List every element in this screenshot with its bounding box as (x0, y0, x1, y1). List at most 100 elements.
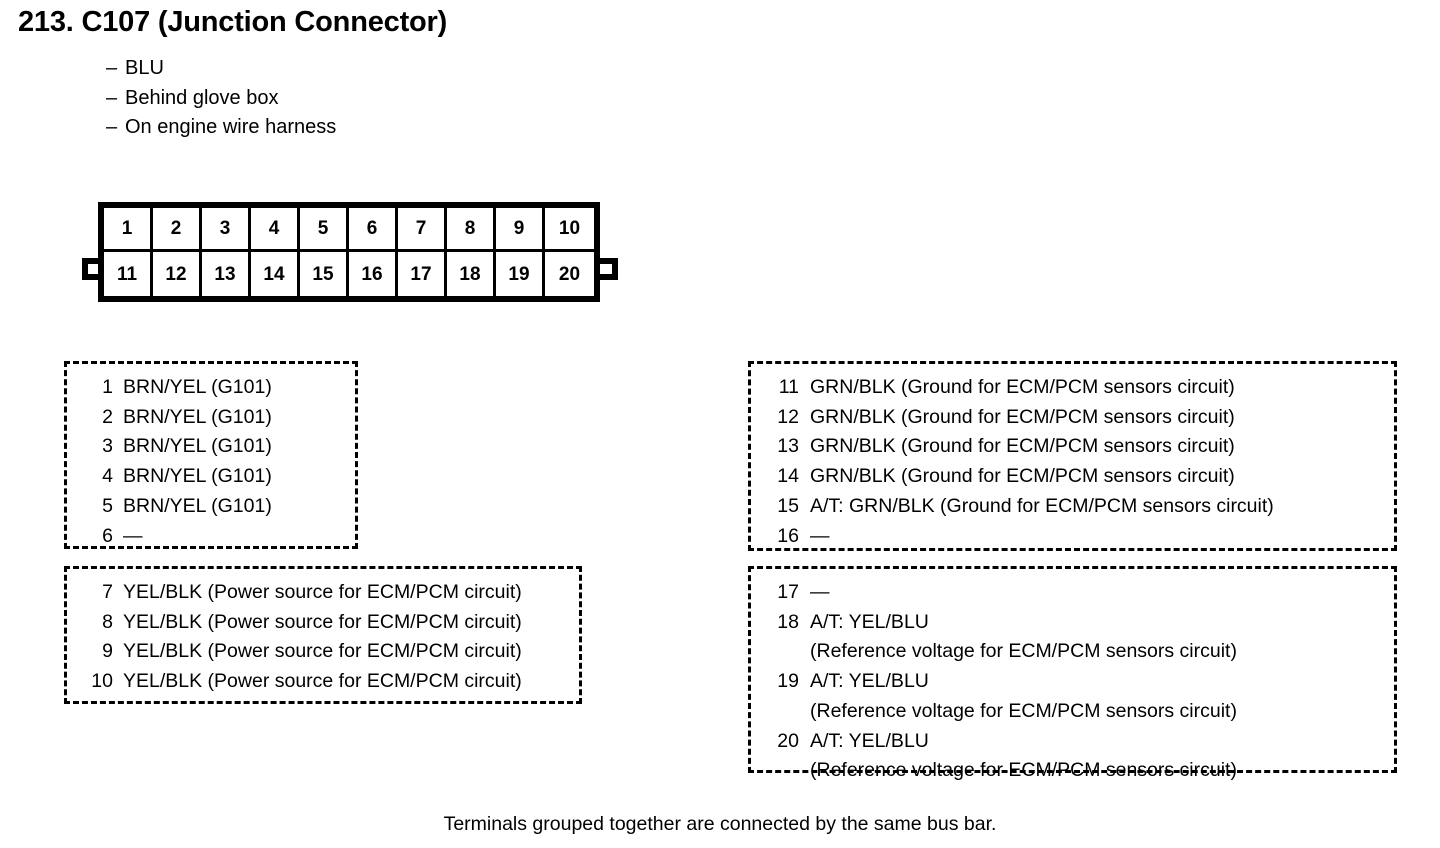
pin-entry-description: YEL/BLK (Power source for ECM/PCM circui… (123, 581, 522, 603)
pin-entry-description: GRN/BLK (Ground for ECM/PCM sensors circ… (810, 435, 1235, 458)
pin-entry-2: 2 BRN/YEL (G101) (87, 403, 355, 433)
connector-note: –Behind glove box (106, 84, 336, 114)
connector-pin-5[interactable]: 5 (300, 208, 349, 249)
pin-entry-description: (Reference voltage for ECM/PCM sensors c… (810, 640, 1237, 663)
pin-entry-20: 20(Reference voltage for ECM/PCM sensors… (771, 756, 1394, 786)
note-text: On engine wire harness (125, 116, 337, 138)
connector-pin-17[interactable]: 17 (398, 252, 447, 296)
pin-entry-number: 2 (102, 405, 113, 428)
pin-entry-12: 12 GRN/BLK (Ground for ECM/PCM sensors ci… (771, 403, 1394, 433)
pin-entry-number: 13 (777, 435, 799, 458)
pin-entry-description: YEL/BLK (Power source for ECM/PCM circui… (123, 610, 522, 633)
pin-entry-number: 20 (777, 729, 799, 752)
pin-group-box-17-20: 17—18A/T: YEL/BLU18(Reference voltage fo… (748, 566, 1397, 781)
connector-pin-2[interactable]: 2 (153, 208, 202, 249)
pin-entry-3: 3 BRN/YEL (G101) (87, 432, 355, 462)
pin-entry-16: 16 — (771, 522, 1394, 552)
note-dash-icon: – (106, 86, 118, 109)
connector-pin-3[interactable]: 3 (202, 208, 251, 249)
connector-pin-11[interactable]: 11 (104, 252, 153, 296)
pin-entry-number: 18 (777, 610, 799, 633)
pin-entry-description: GRN/BLK (Ground for ECM/PCM sensors circ… (810, 376, 1235, 398)
pin-entry-number: 15 (777, 494, 799, 517)
pin-entry-description: A/T: GRN/BLK (Ground for ECM/PCM sensors… (810, 494, 1274, 517)
pin-entry-4: 4 BRN/YEL (G101) (87, 462, 355, 492)
pin-list-group-17-20: 17—18A/T: YEL/BLU18(Reference voltage fo… (751, 569, 1394, 786)
connector-pin-9[interactable]: 9 (496, 208, 545, 249)
pin-entry-number: 6 (102, 524, 113, 547)
connector-pin-10[interactable]: 10 (545, 208, 594, 249)
connector-pin-13[interactable]: 13 (202, 252, 251, 296)
connector-pin-1[interactable]: 1 (104, 208, 153, 249)
pin-entry-number: 14 (777, 465, 799, 488)
pin-entry-description: GRN/BLK (Ground for ECM/PCM sensors circ… (810, 465, 1235, 488)
pin-entry-15: 15 A/T: GRN/BLK (Ground for ECM/PCM senso… (771, 492, 1394, 522)
pin-entry-description: A/T: YEL/BLU (810, 670, 929, 693)
pin-entry-19: 19(Reference voltage for ECM/PCM sensors… (771, 697, 1394, 727)
pin-entry-description: BRN/YEL (G101) (123, 405, 272, 428)
pin-entry-1: 1 BRN/YEL (G101) (87, 373, 355, 403)
note-dash-icon: – (106, 116, 118, 138)
connector-notes-list: –BLU–Behind glove box–On engine wire har… (106, 54, 336, 143)
pin-entry-number: 4 (102, 465, 113, 488)
pin-entry-description: BRN/YEL (G101) (123, 435, 272, 458)
pin-entry-description: BRN/YEL (G101) (123, 494, 272, 517)
pin-entry-description: A/T: YEL/BLU (810, 610, 929, 633)
pin-entry-description: (Reference voltage for ECM/PCM sensors c… (810, 699, 1237, 722)
pin-entry-number: 7 (102, 581, 113, 603)
pin-entry-number: 9 (102, 640, 113, 663)
pin-entry-description: — (123, 524, 143, 547)
page-title: 213. C107 (Junction Connector) (18, 6, 448, 38)
note-text: Behind glove box (125, 86, 279, 109)
connector-pin-18[interactable]: 18 (447, 252, 496, 296)
pin-entry-description: — (810, 581, 830, 603)
connector-pin-19[interactable]: 19 (496, 252, 545, 296)
pin-entry-description: BRN/YEL (G101) (123, 465, 272, 488)
pin-entry-description: A/T: YEL/BLU (810, 729, 929, 752)
connector-pin-16[interactable]: 16 (349, 252, 398, 296)
note-dash-icon: – (106, 57, 118, 79)
pin-entry-20: 20 A/T: YEL/BLU (771, 727, 1394, 757)
pin-entry-description: GRN/BLK (Ground for ECM/PCM sensors circ… (810, 405, 1235, 428)
pin-entry-19: 19 A/T: YEL/BLU (771, 667, 1394, 697)
connector-pin-15[interactable]: 15 (300, 252, 349, 296)
pin-entry-description: YEL/BLK (Power source for ECM/PCM circui… (123, 640, 522, 663)
pin-entry-number: 3 (102, 435, 113, 458)
connector-note: –On engine wire harness (106, 113, 336, 143)
pin-entry-number: 17 (777, 581, 799, 603)
pin-entry-number: 12 (777, 405, 799, 428)
pin-entry-8: 8 YEL/BLK (Power source for ECM/PCM circu… (87, 608, 579, 638)
pin-entry-description: — (810, 524, 830, 547)
note-text: BLU (125, 57, 164, 79)
pin-entry-description: YEL/BLK (Power source for ECM/PCM circui… (123, 670, 522, 693)
pin-entry-14: 14 GRN/BLK (Ground for ECM/PCM sensors ci… (771, 462, 1394, 492)
connector-pin-12[interactable]: 12 (153, 252, 202, 296)
pin-entry-description: BRN/YEL (G101) (123, 376, 272, 398)
connector-note: –BLU (106, 54, 336, 84)
pin-entry-number: 8 (102, 610, 113, 633)
connector-pin-8[interactable]: 8 (447, 208, 496, 249)
connector-pin-6[interactable]: 6 (349, 208, 398, 249)
pin-entry-number: 19 (777, 670, 799, 693)
pin-entry-17: 17 — (771, 578, 1394, 608)
pin-entry-description: (Reference voltage for ECM/PCM sensors c… (810, 759, 1237, 782)
pin-entry-number: 1 (102, 376, 113, 398)
pin-entry-7: 7 YEL/BLK (Power source for ECM/PCM circu… (87, 578, 579, 608)
pin-entry-number: 16 (777, 524, 799, 547)
connector-pin-7[interactable]: 7 (398, 208, 447, 249)
connector-pin-14[interactable]: 14 (251, 252, 300, 296)
connector-pin-20[interactable]: 20 (545, 252, 594, 296)
connector-tab-right (596, 258, 618, 280)
connector-pin-4[interactable]: 4 (251, 208, 300, 249)
